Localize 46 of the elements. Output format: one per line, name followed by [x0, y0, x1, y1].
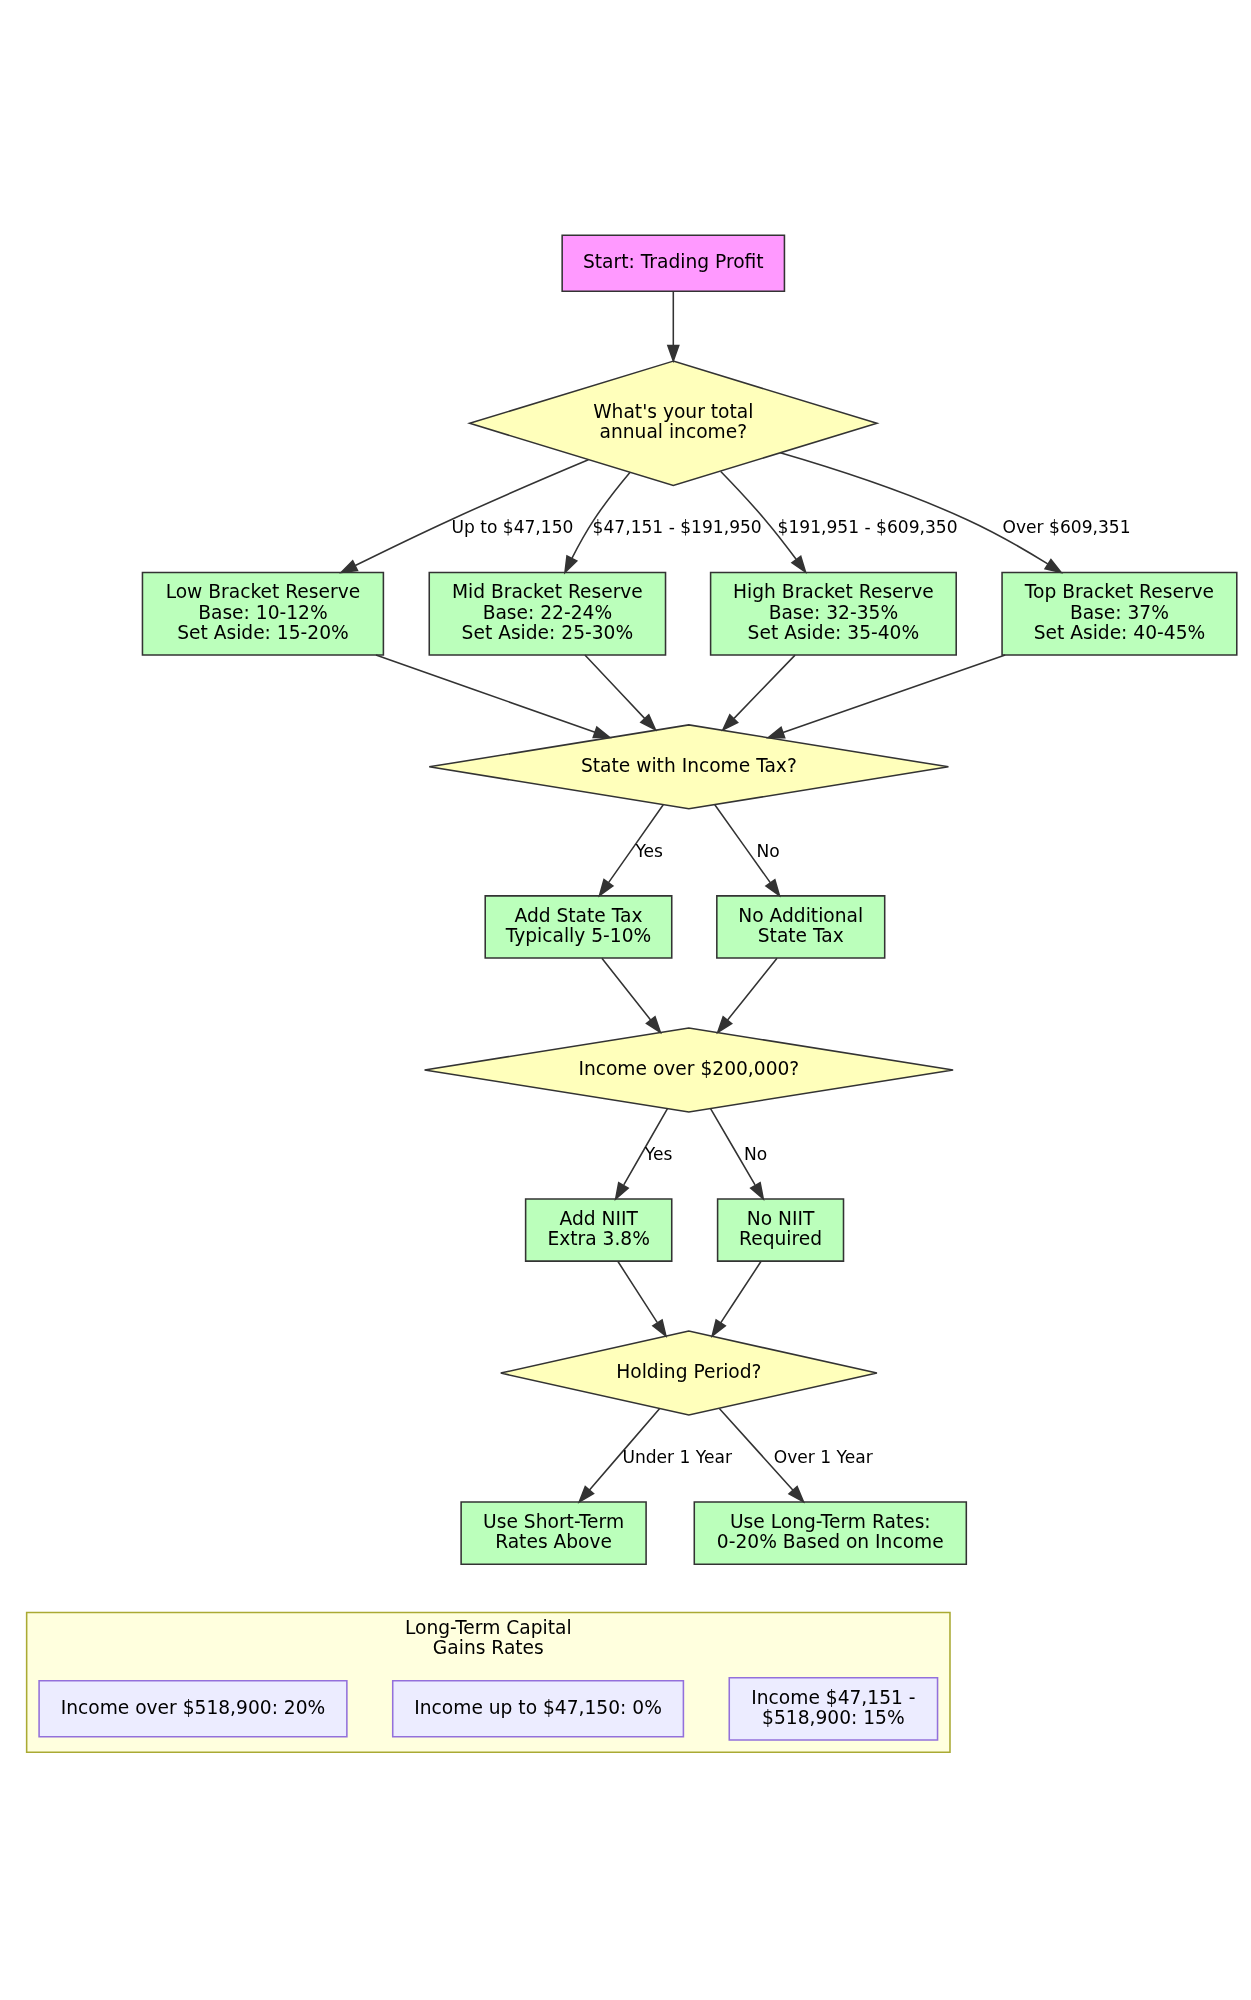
edge-label: Under 1 Year — [622, 1446, 732, 1467]
arrow — [617, 1260, 668, 1338]
node-box: Use Long-Term Rates: 0-20% Based on Income — [693, 1501, 968, 1566]
node-box: High Bracket Reserve Base: 32-35% Set Aside: 35-40% — [709, 571, 957, 656]
edge-label: $47,151 - $191,950 — [592, 517, 762, 538]
node-diamond: Holding Period? — [500, 1330, 878, 1416]
edge-label: Up to $47,150 — [451, 517, 574, 538]
arrow — [779, 452, 1064, 574]
edge-label: $191,951 - $609,350 — [777, 517, 958, 538]
arrow — [577, 1407, 661, 1504]
node-diamond: What's your total annual income? — [467, 360, 880, 487]
arrow — [709, 1107, 765, 1201]
node-box: Income over $518,900: 20% — [38, 1680, 348, 1738]
arrow — [375, 654, 612, 739]
node-box: Mid Bracket Reserve Base: 22-24% Set Aside: 25-30% — [428, 571, 667, 656]
arrow — [714, 804, 781, 898]
arrow — [710, 1260, 762, 1338]
arrow — [718, 1407, 806, 1504]
edge-label: Yes — [644, 1143, 673, 1164]
edge-label: Over $609,351 — [1002, 517, 1131, 538]
arrow — [716, 957, 778, 1035]
node-diamond: Income over $200,000? — [423, 1027, 954, 1113]
arrow — [765, 654, 1006, 739]
node-box: Add State Tax Typically 5-10% — [484, 895, 673, 959]
arrow — [598, 804, 664, 898]
arrow — [666, 290, 680, 364]
node-box: Use Short-Term Rates Above — [460, 1501, 647, 1566]
edge-label: Yes — [635, 840, 663, 861]
edge-label: Over 1 Year — [773, 1446, 873, 1467]
arrow — [339, 459, 590, 574]
node-box: No Additional State Tax — [716, 895, 886, 959]
arrow — [720, 470, 807, 575]
arrow — [601, 957, 662, 1035]
node-box: Income up to $47,150: 0% — [391, 1680, 685, 1738]
arrow — [563, 471, 631, 575]
edge-label: No — [756, 840, 780, 861]
edge-label: No — [744, 1143, 768, 1164]
arrow — [721, 654, 796, 732]
arrow — [584, 654, 658, 732]
node-box: No NIIT Required — [716, 1198, 845, 1262]
node-box: Add NIIT Extra 3.8% — [524, 1198, 673, 1262]
node-box: Start: Trading Profit — [561, 234, 786, 292]
arrow — [614, 1107, 669, 1201]
node-box: Top Bracket Reserve Base: 37% Set Aside: 40-45% — [1001, 571, 1238, 656]
node-box: Low Bracket Reserve Base: 10-12% Set Aside: 15-20% — [141, 571, 385, 656]
node-box: Income $47,151 - $518,900: 15% — [728, 1676, 939, 1741]
